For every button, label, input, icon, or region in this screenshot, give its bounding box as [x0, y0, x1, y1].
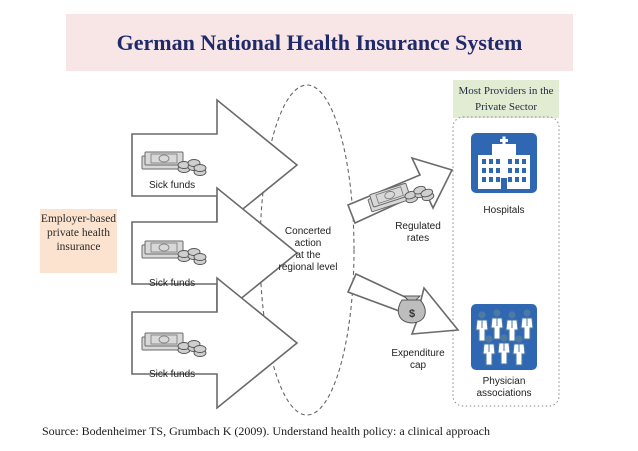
- hospital-building-icon: [471, 133, 537, 193]
- sick-funds-label: Sick funds: [149, 180, 195, 191]
- svg-text:$: $: [409, 308, 415, 320]
- physician-group-icon: [471, 304, 537, 370]
- source-citation: Source: Bodenheimer TS, Grumbach K (2009…: [42, 424, 490, 438]
- provider-region: [452, 116, 560, 407]
- slide-title: German National Health Insurance System: [116, 30, 523, 55]
- physician-label-1: Physician: [483, 376, 526, 387]
- sick-funds-label: Sick funds: [149, 369, 195, 380]
- center-label-line-1: Concerted: [285, 226, 331, 237]
- sick-funds-arrow-3: [131, 276, 299, 410]
- center-label-line-2: action: [295, 238, 322, 249]
- regulated-rates-label-2: rates: [407, 233, 429, 244]
- expenditure-cap-label-1: Expenditure: [391, 348, 445, 359]
- physician-label-2: associations: [476, 388, 531, 399]
- sick-funds-arrow-2: [131, 186, 299, 320]
- title-band: [66, 14, 573, 71]
- sick-funds-arrow-1: [131, 98, 299, 232]
- center-label-line-3: at the: [295, 250, 320, 261]
- sick-funds-label: Sick funds: [149, 278, 195, 289]
- center-label-line-4: regional level: [279, 262, 338, 273]
- regulated-rates-label-1: Regulated: [395, 221, 441, 232]
- expenditure-cap-label-2: cap: [410, 360, 427, 371]
- providers-note: Most Providers in the Private Sector: [453, 80, 559, 118]
- hospitals-label: Hospitals: [483, 205, 524, 216]
- employer-insurance-note: Employer-based private health insurance: [40, 209, 117, 273]
- money-bag-icon: $: [397, 295, 426, 324]
